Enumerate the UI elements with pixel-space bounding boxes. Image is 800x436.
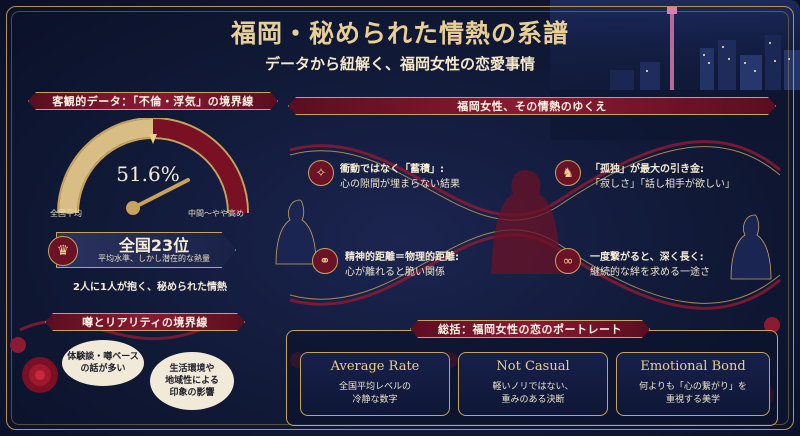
card-1-line1: 全国平均レベルの <box>338 382 411 392</box>
passion-banner: 福岡女性、その情熱のゆくえ <box>288 97 776 115</box>
card-2-line2: 重みのある決断 <box>501 395 565 405</box>
rank-title: 全国23位 <box>118 236 190 255</box>
card-2-line1: 軽いノリではない、 <box>492 382 574 392</box>
card-2-title: Not Casual <box>496 359 570 374</box>
lonely-icon: ♞ <box>555 160 581 186</box>
infinity-icon: ∞ <box>555 248 581 274</box>
item-4-text: 継続的な絆を求める一途さ <box>590 267 710 278</box>
spark-icon: ✧ <box>308 160 334 186</box>
summary-card-bond <box>616 352 770 416</box>
gauge-label-right: 中間～やや高め <box>188 209 244 218</box>
card-3-title: Emotional Bond <box>640 359 746 374</box>
gauge-label-left: 全国平均 <box>50 209 82 218</box>
page-subtitle: データから紐解く、福岡女性の恋愛事情 <box>264 55 535 73</box>
item-3-text: 心が離れると脆い関係 <box>345 267 445 278</box>
distance-icon: ⚭ <box>312 248 338 274</box>
card-1-line2: 冷静な数字 <box>352 395 398 405</box>
summary-card-average <box>300 352 450 416</box>
card-3-line1: 何よりも「心の繋がり」を <box>639 382 747 392</box>
rumor-bubble-2: 生活環境や地域性による印象の影響 <box>150 352 234 410</box>
item-2-text: 「寂しさ」「話し相手が欲しい」 <box>590 179 735 190</box>
outer-frame <box>6 6 794 430</box>
summary-card-casual <box>458 352 608 416</box>
card-1-title: Average Rate <box>330 359 420 374</box>
gauge-value: 51.6% <box>116 162 180 186</box>
rank-subtitle: 平均水準、しかし潜在的な熱量 <box>98 254 210 263</box>
data-banner: 客観的データ：「不倫・浮気」の境界線 <box>28 92 278 110</box>
rumor-banner: 噂とリアリティの境界線 <box>45 313 245 331</box>
item-2-title: 「孤独」が最大の引き金: <box>590 164 704 175</box>
item-1-title: 衝動ではなく「蓄積」: <box>340 164 444 175</box>
crown-icon: ♛ <box>48 236 78 266</box>
item-4-title: 一度繋がると、深く長く: <box>590 252 704 263</box>
rank-badge <box>56 232 236 268</box>
item-3-title: 精神的距離＝物理的距離: <box>345 252 459 263</box>
item-1-text: 心の隙間が埋まらない結果 <box>340 179 460 190</box>
rumor-bubble-1: 体験談・噂ベースの話が多い <box>62 340 144 386</box>
summary-banner: 総括：福岡女性の恋のポートレート <box>410 320 650 338</box>
card-3-line2: 重視する美学 <box>665 395 720 405</box>
gauge-chart <box>57 118 249 215</box>
gauge-caption: 2人に1人が抱く、秘められた情熱 <box>73 282 227 293</box>
page-title: 福岡・秘められた情熱の系譜 <box>230 19 569 48</box>
